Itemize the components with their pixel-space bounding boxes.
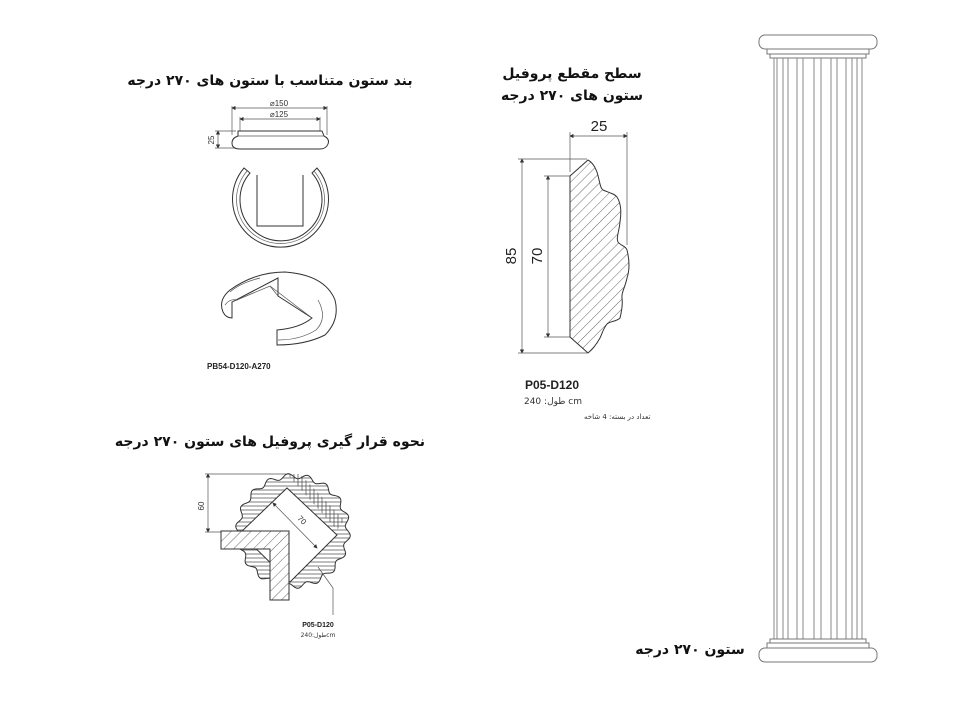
profile-cross-section: 25 85 70 [503, 118, 630, 354]
profile-total-height-label: 85 [503, 248, 520, 265]
profile-code: P05-D120 [525, 378, 579, 392]
ring-top-view [232, 167, 329, 248]
column-elevation [758, 34, 878, 663]
ring-side-view: ⌀150 ⌀125 25 [207, 99, 329, 150]
placement-drawing: 60 70 [197, 473, 351, 615]
ring-title: بند ستون متناسب با ستون های ۲۷۰ درجه [127, 73, 412, 89]
profile-face-height-label: 70 [529, 248, 546, 265]
outer-diameter-label: ⌀150 [270, 99, 289, 108]
placement-offset-label: 60 [197, 501, 206, 510]
profile-length: طول: 240 cm [524, 397, 582, 407]
inner-diameter-label: ⌀125 [270, 110, 289, 119]
profile-title-line2: ستون های ۲۷۰ درجه [501, 88, 643, 104]
profile-title-line1: سطح مقطع پروفیل [502, 66, 641, 82]
ring-code: PB54-D120-A270 [207, 362, 271, 371]
ring-3d-view [221, 271, 337, 346]
placement-title: نحوه قرار گیری پروفیل های ستون ۲۷۰ درجه [115, 433, 425, 450]
column-caption: ستون ۲۷۰ درجه [635, 642, 744, 658]
placement-length: طول:240cm [301, 632, 336, 639]
placement-code: P05-D120 [302, 622, 334, 629]
profile-pack-count: تعداد در بسته: 4 شاخه [584, 413, 650, 421]
profile-width-label: 25 [591, 118, 608, 135]
ring-height-label: 25 [207, 135, 216, 144]
